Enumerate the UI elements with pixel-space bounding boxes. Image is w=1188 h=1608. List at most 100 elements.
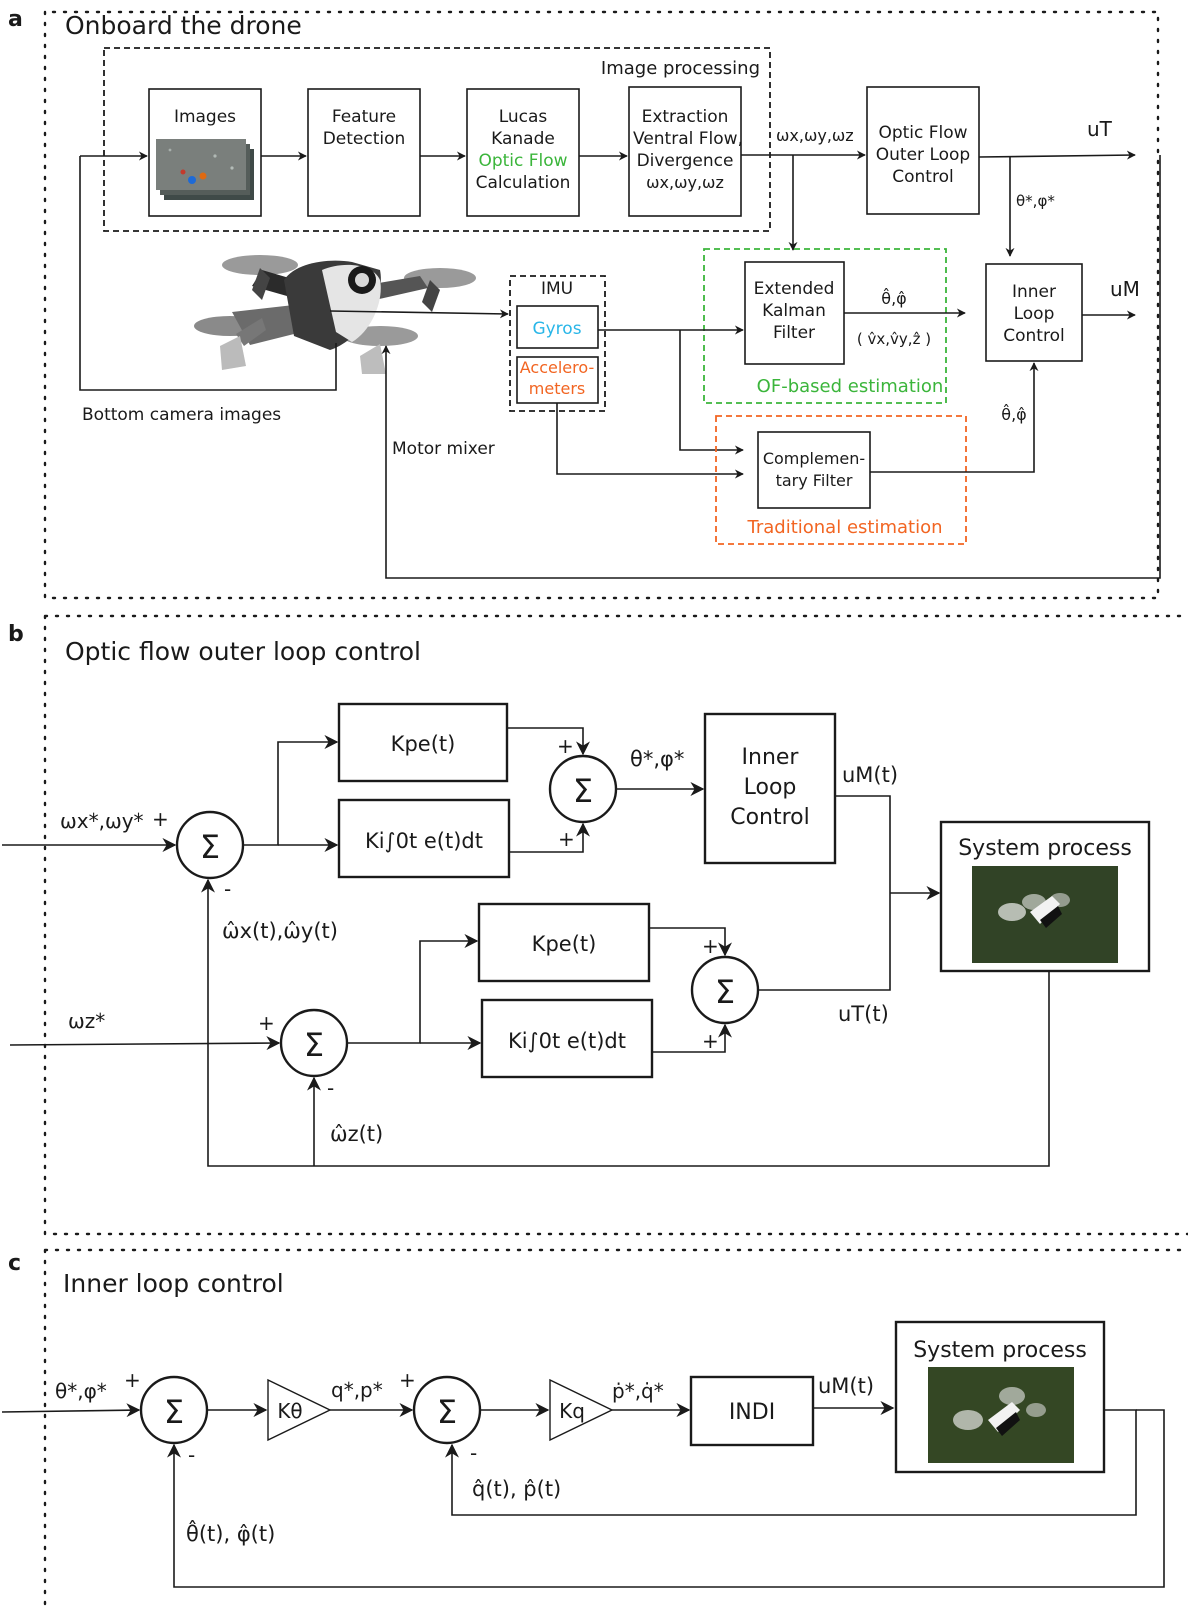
bottom-camera-label: Bottom camera images xyxy=(82,405,281,425)
uM-label: uM xyxy=(1110,277,1140,301)
feedback-z-label: ω̂z(t) xyxy=(330,1122,383,1146)
uM-c-label: uM(t) xyxy=(818,1374,874,1398)
imu-label: IMU xyxy=(541,279,573,299)
bottom-camera-line xyxy=(79,156,337,391)
feedback-qp-label: q̂(t), p̂(t) xyxy=(472,1477,561,1501)
ekf-line-1: Extended xyxy=(754,279,835,299)
panel-c-title: Inner loop control xyxy=(63,1269,284,1298)
of-estimation-region xyxy=(703,248,947,404)
sum-xy-symbol: Σ xyxy=(200,828,220,866)
kp-xy-label: Kpe(t) xyxy=(391,732,456,756)
lucas-kanade-block xyxy=(466,88,580,217)
drone-illustration xyxy=(194,255,476,374)
arrow-uT xyxy=(978,150,1136,160)
sum-xy-minus: - xyxy=(224,877,231,901)
pq-dot-star-label: ṗ*,q̇* xyxy=(612,1379,664,1403)
system-process-b-label: System process xyxy=(958,836,1132,861)
arrow-kp-to-sum-xy xyxy=(507,727,590,756)
outer-loop-block xyxy=(866,86,980,215)
arrow-drone-to-imu xyxy=(329,309,509,319)
k-q-gain xyxy=(549,1378,614,1442)
inner-loop-block-a xyxy=(985,263,1083,362)
sum-rate-minus: - xyxy=(470,1441,477,1465)
k-theta-label: Kθ xyxy=(277,1399,302,1423)
sum-z-plus: + xyxy=(258,1011,275,1035)
ki-block-xy xyxy=(337,798,511,879)
gyros-label: Gyros xyxy=(532,319,581,339)
complementary-line-1: Complemen- xyxy=(763,449,865,468)
gyros-block xyxy=(516,305,599,349)
omega-signal-label: ωx,ωy,ωz xyxy=(776,126,854,145)
sum-pi-z-plus-top: + xyxy=(702,934,719,958)
outer-loop-line-2: Outer Loop xyxy=(876,145,970,165)
feedback-rate-line xyxy=(445,1409,1137,1516)
panel-a-letter: a xyxy=(8,7,23,32)
ki-block-z xyxy=(480,998,654,1079)
ekf-line-3: Filter xyxy=(773,323,815,343)
inner-loop-b-line-3: Control xyxy=(730,805,810,830)
feature-detection-block xyxy=(307,88,421,217)
kp-z-label: Kpe(t) xyxy=(532,932,597,956)
sum-pi-xy-symbol: Σ xyxy=(573,772,593,810)
inner-loop-a-line-2: Loop xyxy=(1014,304,1055,324)
feature-detection-line-1: Feature xyxy=(332,107,396,127)
indi-block xyxy=(689,1375,815,1447)
panel-a: a Onboard the drone Image processing Ima… xyxy=(8,7,1161,600)
uM-b-label: uM(t) xyxy=(842,763,898,787)
complementary-theta-phi-hat: θ̂,φ̂ xyxy=(1001,404,1026,424)
arrow-complementary-to-inner xyxy=(870,362,1039,473)
ki-xy-label: Ki∫0t e(t)dt xyxy=(365,829,483,853)
arrow-ki-to-sum-z xyxy=(652,1023,732,1053)
sum-z-symbol: Σ xyxy=(304,1026,324,1064)
complementary-line-2: tary Filter xyxy=(776,471,853,490)
feedback-line-b xyxy=(201,878,1050,1167)
traditional-estimation-region xyxy=(715,415,967,545)
traditional-estimation-label: Traditional estimation xyxy=(747,517,943,538)
lucas-kanade-line-2: Kanade xyxy=(491,129,555,149)
outer-loop-line-1: Optic Flow xyxy=(878,123,967,143)
panel-b: b Optic flow outer loop control Σ ωx*,ωy… xyxy=(2,614,1188,1236)
k-q-label: Kq xyxy=(559,1399,585,1423)
sum-xy-plus: + xyxy=(152,807,169,831)
sum-attitude-minus: - xyxy=(188,1443,195,1467)
inner-loop-b-line-2: Loop xyxy=(744,775,797,800)
arrow-omega-z-input xyxy=(9,1036,281,1051)
ki-z-label: Ki∫0t e(t)dt xyxy=(508,1029,626,1053)
panel-c: c Inner loop control Σ θ*,φ* + - Kθ q*,p… xyxy=(1,1248,1188,1608)
panel-b-frame xyxy=(43,614,1188,1236)
kp-block-xy xyxy=(337,702,509,783)
of-estimation-label: OF-based estimation xyxy=(757,376,944,397)
k-theta-gain xyxy=(267,1378,332,1442)
inner-loop-b-line-1: Inner xyxy=(742,745,800,770)
sum-attitude-symbol: Σ xyxy=(164,1393,184,1431)
inner-loop-a-line-3: Control xyxy=(1003,326,1064,346)
sum-rate-plus: + xyxy=(399,1368,416,1392)
panel-a-title: Onboard the drone xyxy=(65,11,302,40)
sum-pi-z-symbol: Σ xyxy=(715,973,735,1011)
arrow-kp-to-sum-z xyxy=(649,927,732,957)
extraction-line-2: Ventral Flow, xyxy=(633,129,743,149)
accelerometers-line-2: meters xyxy=(529,379,585,398)
inner-loop-a-line-1: Inner xyxy=(1012,282,1056,302)
sum-attitude-plus: + xyxy=(124,1368,141,1392)
input-omega-xy: ωx*,ωy* xyxy=(60,809,144,833)
feedback-attitude-line xyxy=(167,1409,1165,1588)
arrow-accel-to-complementary xyxy=(556,403,744,479)
accelerometers-block xyxy=(516,356,599,404)
arrow-attitude-input xyxy=(1,1403,141,1418)
complementary-filter-block xyxy=(757,431,871,509)
arrow-sum-to-kp-z xyxy=(347,934,479,1044)
arrow-gyros-to-complementary xyxy=(679,330,744,455)
lucas-kanade-line-3: Optic Flow xyxy=(478,151,567,171)
panel-c-letter: c xyxy=(8,1251,21,1276)
motor-mixer-label: Motor mixer xyxy=(392,439,495,459)
theta-phi-star-b: θ*,φ* xyxy=(630,747,684,771)
indi-label: INDI xyxy=(729,1400,775,1425)
sum-rate-symbol: Σ xyxy=(437,1393,457,1431)
line-uT-b xyxy=(758,893,891,991)
sum-pi-z-plus-bottom: + xyxy=(702,1029,719,1053)
lucas-kanade-line-1: Lucas xyxy=(499,107,548,127)
camera-images-thumbnail xyxy=(156,139,254,200)
feedback-theta-phi-label: θ̂(t), φ̂(t) xyxy=(186,1520,275,1546)
